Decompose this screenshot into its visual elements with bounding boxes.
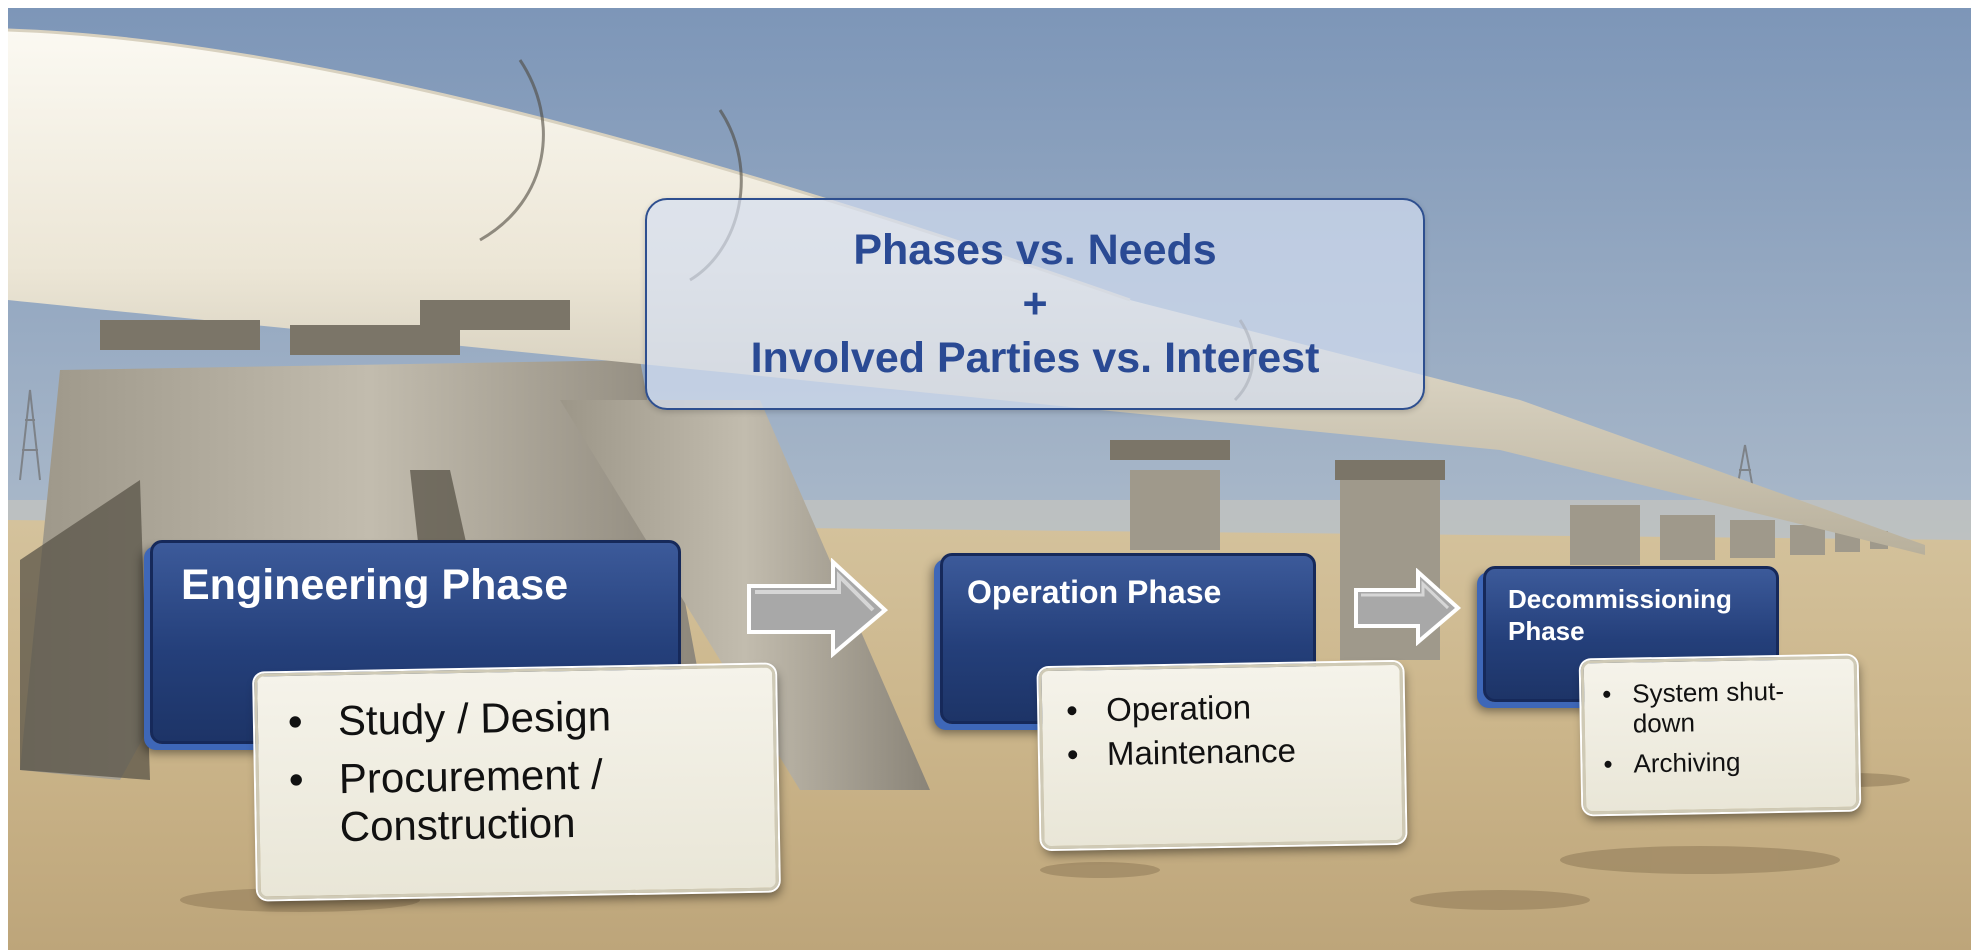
arrow-right-icon [1354, 568, 1462, 646]
phase-card-decommissioning: System shut-down Archiving [1580, 655, 1860, 815]
arrow-right-icon [747, 558, 889, 658]
list-item-maintenance: Maintenance [1067, 729, 1378, 774]
phase-item-list-decommissioning: System shut-down Archiving [1584, 659, 1854, 779]
list-item-archiving: Archiving [1603, 745, 1823, 779]
phase-title-engineering: Engineering Phase [181, 561, 569, 609]
list-item-study-design: Study / Design [287, 690, 748, 746]
title-line-plus: + [1022, 280, 1048, 328]
phase-title-decommissioning: Decommissioning Phase [1508, 584, 1732, 646]
phase-card-engineering: Study / Design Procurement / Constructio… [254, 664, 779, 900]
title-line-phases-vs-needs: Phases vs. Needs [853, 226, 1217, 274]
list-item-system-shutdown: System shut-down [1602, 676, 1803, 739]
list-item-operation: Operation [1066, 685, 1377, 730]
list-item-procurement-construction: Procurement / Construction [289, 749, 691, 852]
phase-title-operation: Operation Phase [967, 574, 1222, 610]
title-box: Phases vs. Needs + Involved Parties vs. … [645, 198, 1425, 410]
title-line-involved-parties: Involved Parties vs. Interest [750, 334, 1320, 382]
phase-card-operation: Operation Maintenance [1038, 661, 1406, 850]
